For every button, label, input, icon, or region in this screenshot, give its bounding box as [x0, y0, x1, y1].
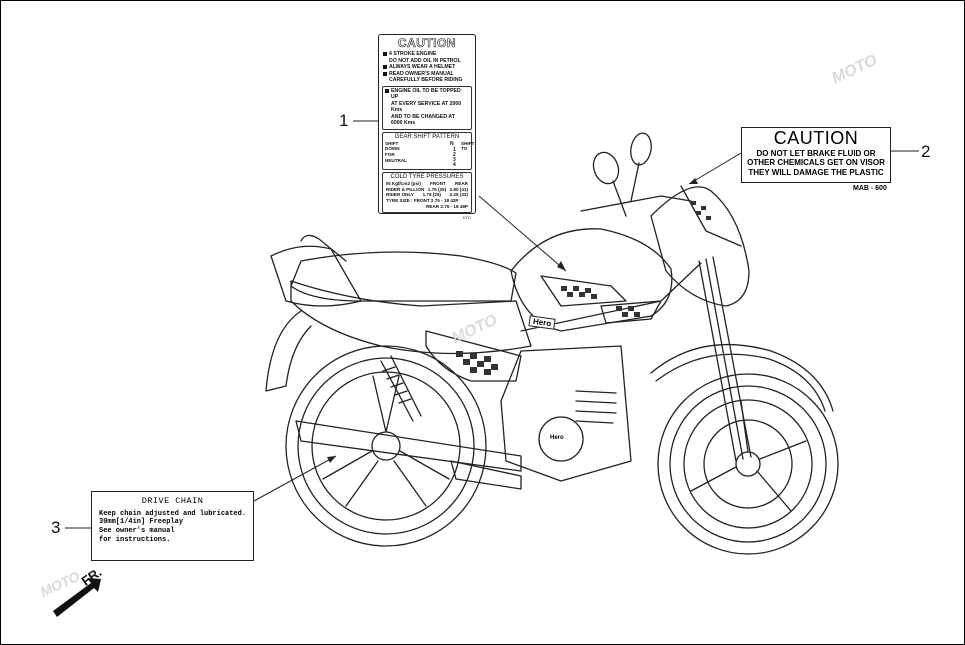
side-panel: [290, 280, 532, 355]
side-graphic: [425, 330, 522, 382]
visor-caution-label: CAUTION DO NOT LET BRAKE FLUID OR OTHER …: [741, 127, 891, 183]
left-mirror: [592, 151, 620, 185]
label1-title: CAUTION: [397, 36, 457, 51]
checker-pattern: [456, 201, 711, 375]
drive-chain-label: DRIVE CHAIN Keep chain adjusted and lubr…: [91, 491, 254, 561]
engine-cover: [538, 416, 584, 462]
label2-title: CAUTION: [773, 128, 859, 148]
label3-line: Keep chain adjusted and lubricated.: [99, 509, 247, 518]
label3-line: for instructions.: [99, 535, 171, 544]
label2-line: THEY WILL DAMAGE THE PLASTIC: [748, 167, 884, 177]
grab-rail: [300, 234, 347, 262]
tail-cowl: [270, 245, 362, 307]
callout-1: 1: [339, 111, 349, 130]
label2-line: DO NOT LET BRAKE FLUID OR: [756, 148, 876, 158]
front-wheel: [657, 373, 839, 555]
front-mudguard: [650, 343, 834, 412]
leader-line-1-arrow: [478, 195, 567, 272]
caution-label-stack: CAUTION 4 STROKE ENGINE DO NOT ADD OIL I…: [378, 34, 476, 220]
handlebar: [580, 195, 692, 212]
label1-warning: CAREFULLY BEFORE RIDING: [389, 77, 463, 83]
label1-code: KTC: [463, 214, 471, 220]
engine-badge: Hero: [550, 435, 564, 441]
rear-shock: [380, 355, 422, 422]
callout-2: 2: [921, 142, 931, 161]
label3-title: DRIVE CHAIN: [141, 496, 204, 506]
label1-warning: READ OWNER'S MANUAL: [379, 71, 475, 78]
label2-code: MAB - 600: [853, 185, 887, 192]
right-mirror: [630, 132, 652, 166]
exhaust: [450, 460, 522, 490]
front-forks: [698, 256, 752, 462]
headlight-visor: [650, 186, 750, 307]
tyre-pressure-section: COLD TYRE PRESSURES IN Kgf/cm2 (psi)FRON…: [382, 171, 472, 213]
label1-warning: ALWAYS WEAR A HELMET: [379, 64, 475, 71]
rear-mudguard: [265, 310, 312, 392]
engine: [500, 345, 632, 482]
front-direction-arrow: [53, 578, 101, 617]
oil-section: ENGINE OIL TO BE TOPPED UP AT EVERY SERV…: [382, 85, 472, 130]
chain-guard: [295, 420, 522, 472]
label1-warning: DO NOT ADD OIL IN PETROL: [389, 57, 461, 64]
seat: [290, 251, 517, 302]
label3-line: 30mm[1/4in] Freeplay: [99, 518, 184, 527]
label2-line: OTHER CHEMICALS GET ON VISOR: [747, 158, 885, 168]
label3-line: See owner's manual: [99, 527, 175, 536]
callout-3: 3: [51, 518, 61, 537]
leader-line-2-arrow: [688, 152, 742, 185]
label1-warning: 4 STROKE ENGINE: [379, 51, 475, 58]
gear-shift-section: GEAR SHIFT PATTERN SHIFT DOWN FOR NEUTRA…: [382, 131, 474, 170]
tank-graphic: [540, 275, 627, 307]
leader-line-3-arrow: [253, 455, 337, 502]
